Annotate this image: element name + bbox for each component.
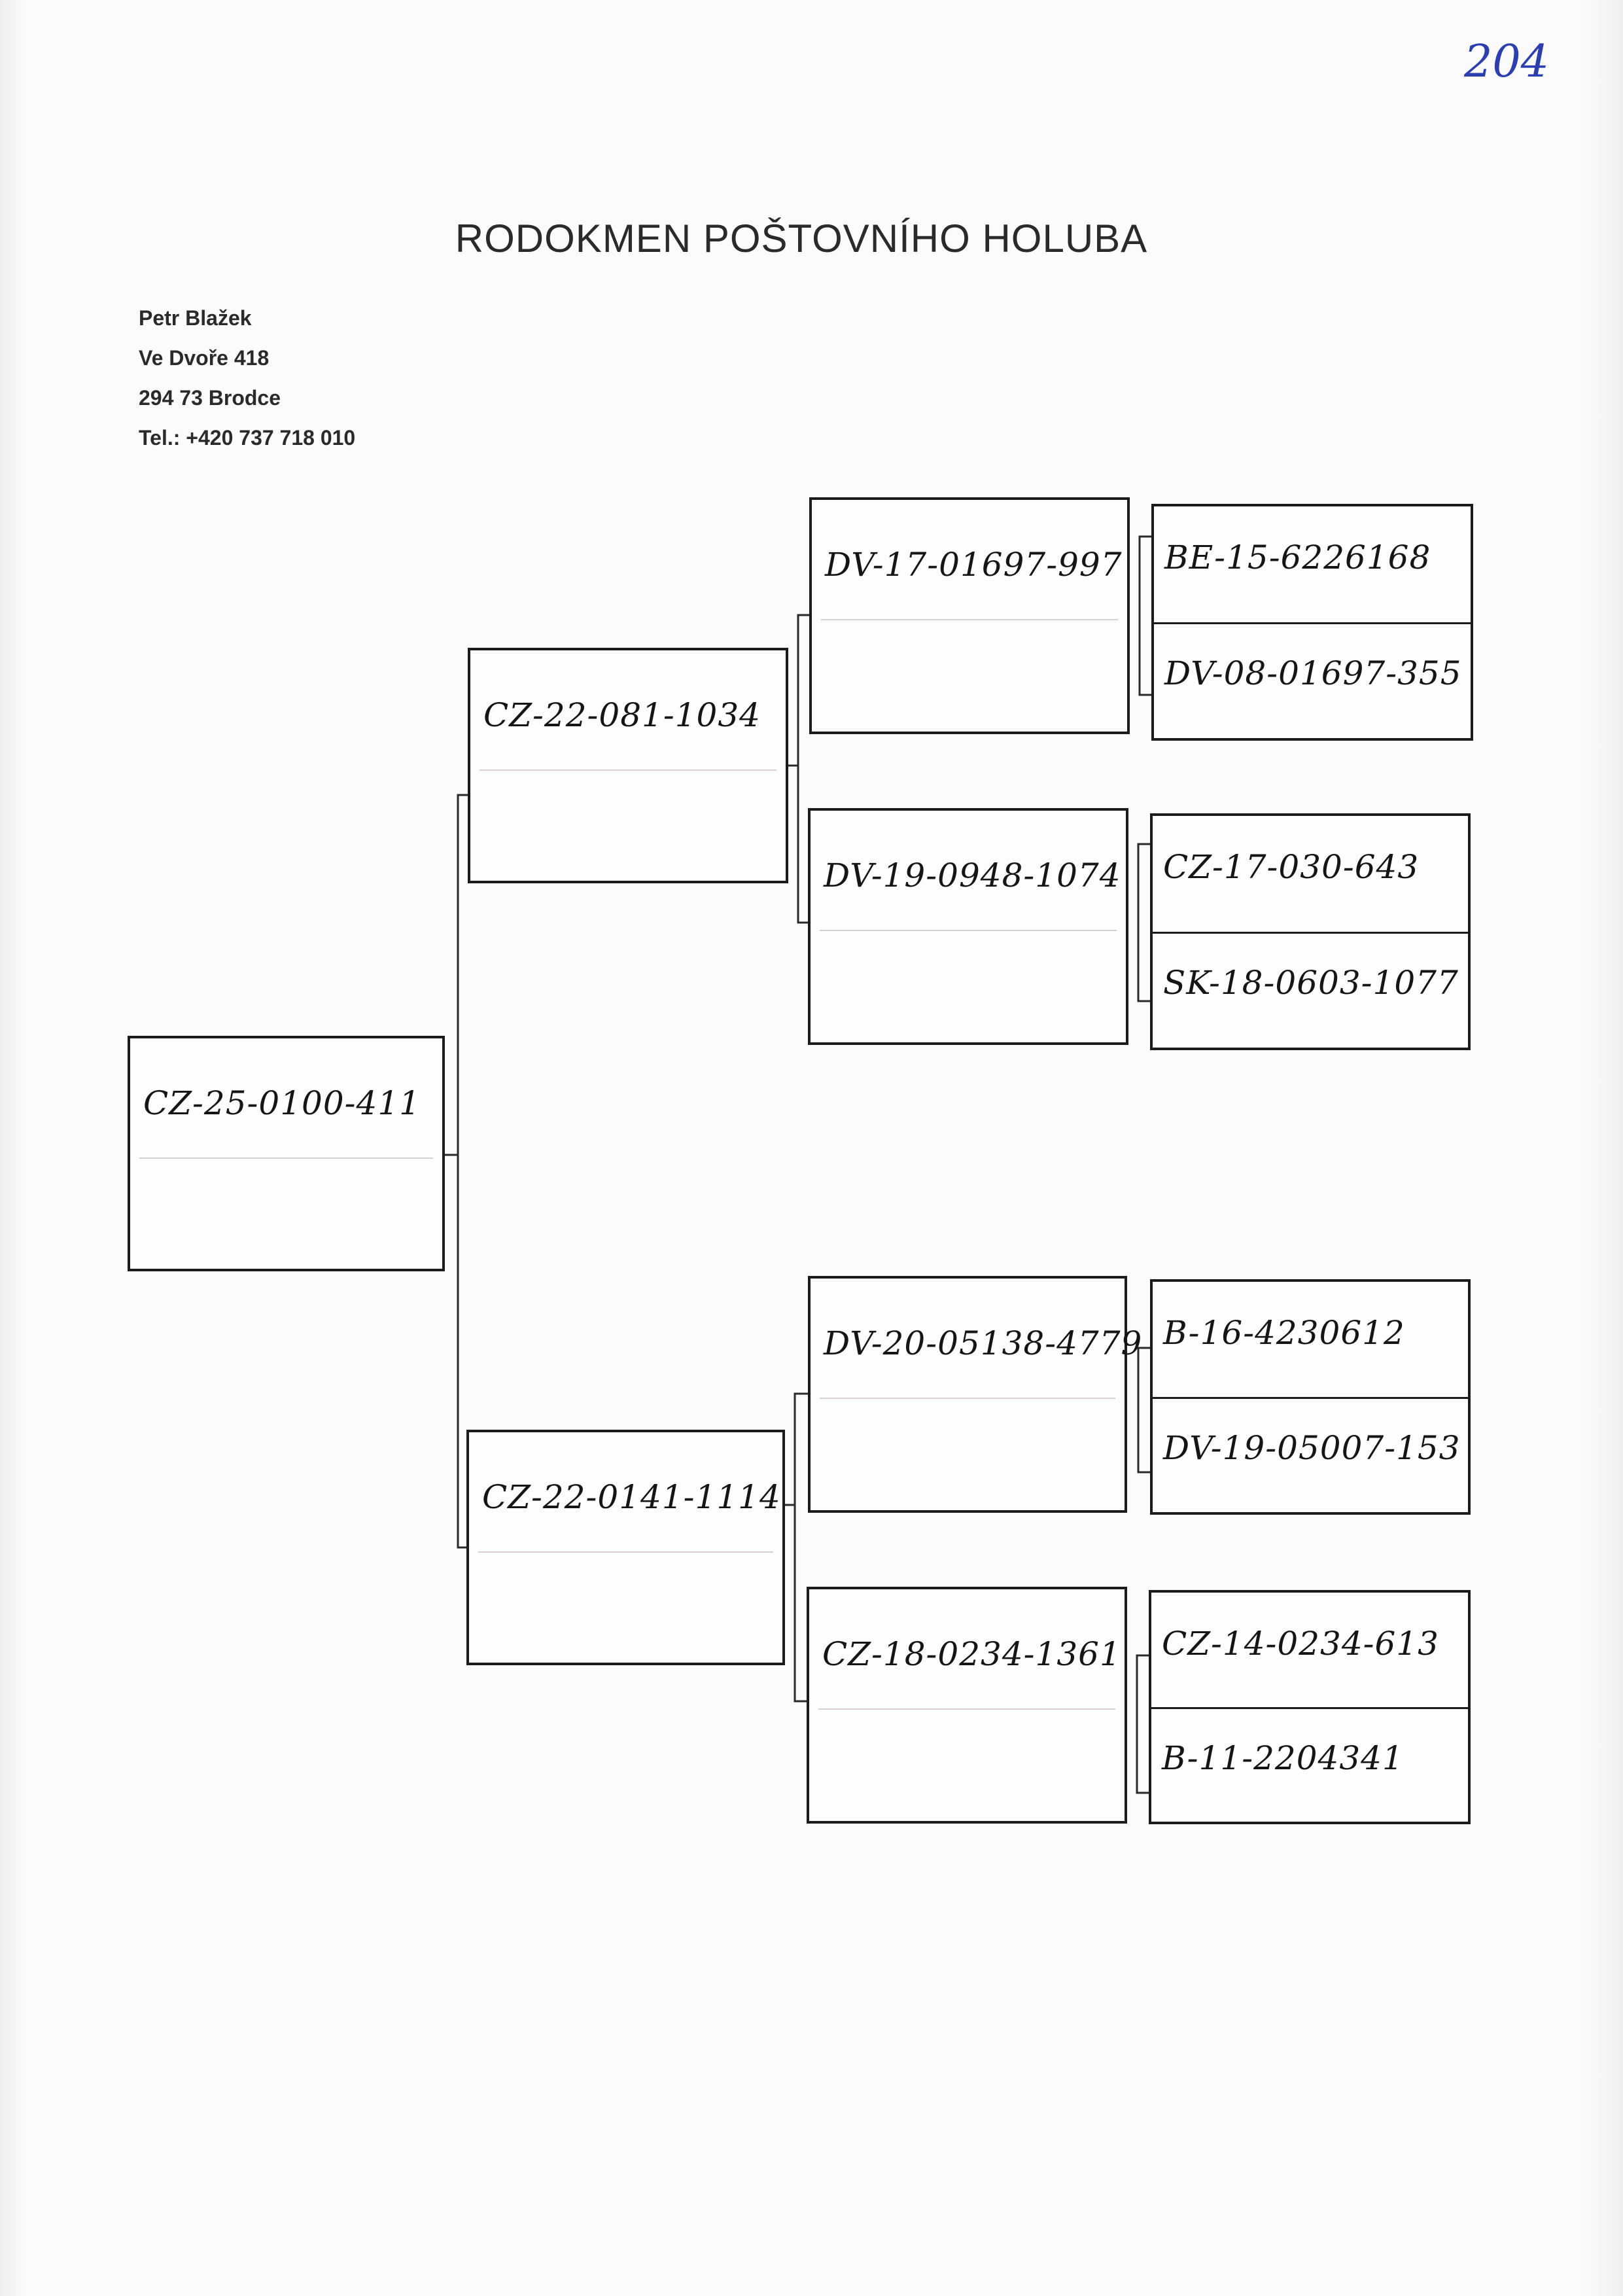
gg-pair-1-box: BE-15-6226168 DV-08-01697-355 [1151, 504, 1473, 741]
gg-5-ring-number: B-16-4230612 [1163, 1314, 1405, 1352]
mother-underline [478, 1551, 773, 1553]
mother-sire-box: DV-20-05138-4779 [808, 1276, 1142, 1513]
bracket-gg-5-6 [1137, 1347, 1150, 1474]
gg-pair-2-box: CZ-17-030-643 SK-18-0603-1077 [1150, 813, 1471, 1050]
gg-5-cell: B-16-4230612 [1153, 1282, 1468, 1399]
gg-7-ring-number: CZ-14-0234-613 [1162, 1625, 1439, 1663]
father-dam-underline [820, 930, 1117, 931]
gg-4-ring-number: SK-18-0603-1077 [1163, 964, 1459, 1002]
gg-8-cell: B-11-2204341 [1151, 1707, 1468, 1822]
gg-6-cell: DV-19-05007-153 [1153, 1397, 1468, 1512]
gg-3-cell: CZ-17-030-643 [1153, 816, 1468, 934]
mother-dam-underline [818, 1708, 1115, 1710]
gg-6-ring-number: DV-19-05007-153 [1163, 1429, 1461, 1467]
connector-mother-dam [794, 1505, 807, 1703]
father-dam-ring-number: DV-19-0948-1074 [824, 857, 1121, 894]
father-box: CZ-22-081-1034 [468, 648, 788, 883]
connector-father-sire [788, 614, 809, 767]
page-title: RODOKMEN POŠTOVNÍHO HOLUBA [455, 217, 1148, 260]
father-sire-ring-number: DV-17-01697-997 [825, 546, 1123, 584]
father-underline [480, 769, 777, 771]
father-ring-number: CZ-22-081-1034 [483, 696, 761, 734]
subject-box: CZ-25-0100-411 [128, 1036, 445, 1271]
subject-ring-number: CZ-25-0100-411 [143, 1084, 421, 1122]
owner-city: 294 73 Brodce [139, 386, 281, 410]
mother-ring-number: CZ-22-0141-1114 [482, 1478, 781, 1516]
owner-street: Ve Dvoře 418 [139, 346, 270, 370]
gg-1-ring-number: BE-15-6226168 [1164, 539, 1431, 576]
father-dam-box: DV-19-0948-1074 [808, 808, 1128, 1045]
owner-name: Petr Blažek [139, 306, 252, 330]
mother-dam-box: CZ-18-0234-1361 [807, 1587, 1127, 1824]
bracket-gg-3-4 [1137, 843, 1150, 1002]
mother-box: CZ-22-0141-1114 [466, 1430, 785, 1665]
gg-1-cell: BE-15-6226168 [1154, 506, 1471, 624]
father-sire-box: DV-17-01697-997 [809, 497, 1130, 734]
owner-address-block: Petr Blažek Ve Dvoře 418 294 73 Brodce T… [139, 298, 355, 458]
gg-pair-3-box: B-16-4230612 DV-19-05007-153 [1150, 1279, 1471, 1515]
father-sire-underline [821, 619, 1118, 620]
gg-pair-4-box: CZ-14-0234-613 B-11-2204341 [1149, 1590, 1471, 1824]
bracket-gg-7-8 [1136, 1654, 1149, 1794]
gg-3-ring-number: CZ-17-030-643 [1163, 848, 1420, 886]
gg-4-cell: SK-18-0603-1077 [1153, 932, 1468, 1048]
bracket-gg-1-2 [1138, 535, 1151, 696]
page-number: 204 [1464, 36, 1549, 88]
gg-7-cell: CZ-14-0234-613 [1151, 1593, 1468, 1709]
connector-father-dam [797, 766, 808, 924]
owner-phone: Tel.: +420 737 718 010 [139, 426, 356, 450]
gg-2-cell: DV-08-01697-355 [1154, 622, 1471, 738]
gg-2-ring-number: DV-08-01697-355 [1164, 654, 1462, 692]
subject-underline [139, 1157, 433, 1159]
mother-sire-ring-number: DV-20-05138-4779 [824, 1324, 1143, 1362]
connector-subject-father [445, 794, 470, 1156]
mother-sire-underline [820, 1398, 1115, 1399]
connector-subject-mother [457, 1155, 468, 1549]
mother-dam-ring-number: CZ-18-0234-1361 [822, 1635, 1121, 1673]
connector-mother-sire [785, 1392, 808, 1506]
gg-8-ring-number: B-11-2204341 [1162, 1739, 1404, 1777]
